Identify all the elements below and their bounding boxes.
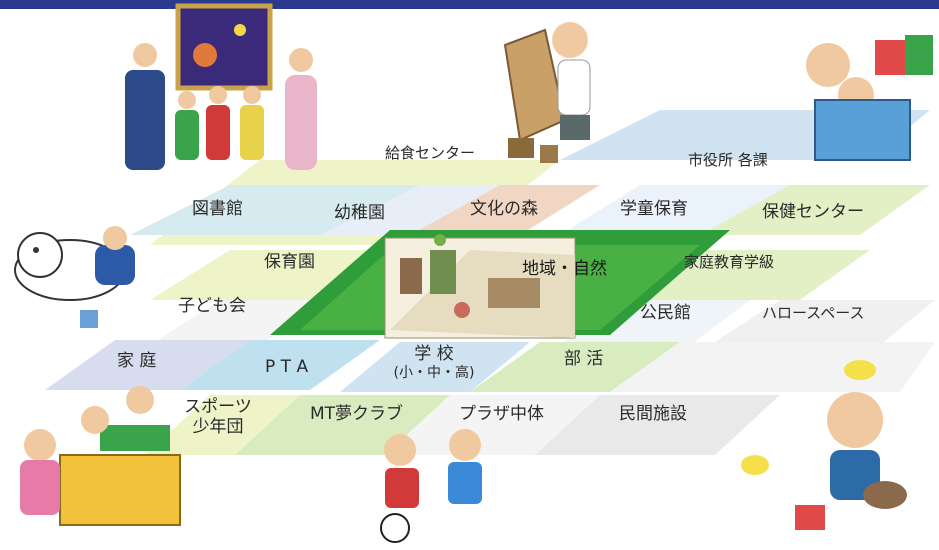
label-culture-forest: 文化の森 bbox=[470, 199, 538, 219]
cow-and-farmer-picture bbox=[14, 226, 135, 328]
band-bottom-sports bbox=[145, 395, 300, 455]
band-row4-far-right bbox=[710, 300, 935, 345]
label-after-school-care: 学童保育 bbox=[620, 199, 688, 219]
label-private-facilities: 民間施設 bbox=[619, 404, 687, 424]
storybook-kids-picture bbox=[806, 35, 933, 161]
center-scene-picture bbox=[384, 234, 576, 339]
label-nursery: 保育園 bbox=[264, 252, 315, 272]
label-family-education-class: 家庭教育学級 bbox=[684, 253, 775, 271]
label-pta: P T A bbox=[265, 357, 309, 377]
band-bottom-minkan bbox=[535, 395, 780, 455]
label-hello-space: ハロースペース bbox=[762, 304, 865, 322]
label-city-hall: 市役所 各課 bbox=[688, 151, 768, 169]
label-community-nature: 地域・自然 bbox=[522, 259, 607, 279]
band-front-pta bbox=[180, 340, 380, 390]
label-kindergarten: 幼稚園 bbox=[334, 203, 385, 223]
label-childrens-association: 子ども会 bbox=[178, 296, 246, 316]
band-row2-e bbox=[700, 185, 930, 235]
soccer-boys-picture bbox=[380, 429, 482, 543]
label-school-main: 学 校 bbox=[414, 344, 454, 364]
label-sports-youth-group: スポーツ 少年団 bbox=[168, 397, 268, 437]
label-community-center: 公民館 bbox=[640, 303, 691, 323]
bazaar-kids-picture bbox=[20, 386, 181, 526]
label-health-center: 保健センター bbox=[762, 202, 864, 222]
label-home: 家 庭 bbox=[117, 351, 157, 371]
band-front-katei bbox=[45, 340, 250, 390]
label-school: 学 校 (小・中・高) bbox=[392, 344, 476, 381]
boy-with-map-picture bbox=[503, 22, 591, 163]
label-library: 図書館 bbox=[192, 199, 243, 219]
boy-with-animals-picture bbox=[741, 360, 907, 530]
band-row2-c bbox=[410, 185, 600, 235]
label-school-sub: (小・中・高) bbox=[393, 364, 475, 381]
label-mt-dream-club: MT夢クラブ bbox=[310, 404, 404, 424]
band-front-gakko bbox=[340, 342, 530, 392]
band-row4-left bbox=[150, 300, 330, 345]
top-bar bbox=[0, 0, 939, 9]
band-front-right bbox=[610, 342, 935, 392]
band-bottom-plaza bbox=[385, 395, 600, 455]
museum-scene-picture bbox=[125, 3, 317, 170]
label-kyushoku-center: 給食センター bbox=[385, 144, 476, 162]
label-sports-line1: スポーツ bbox=[184, 397, 252, 417]
label-club-activities: 部 活 bbox=[564, 349, 604, 369]
label-sports-line2: 少年団 bbox=[192, 416, 244, 437]
label-plaza-chutai: プラザ中体 bbox=[459, 404, 544, 424]
